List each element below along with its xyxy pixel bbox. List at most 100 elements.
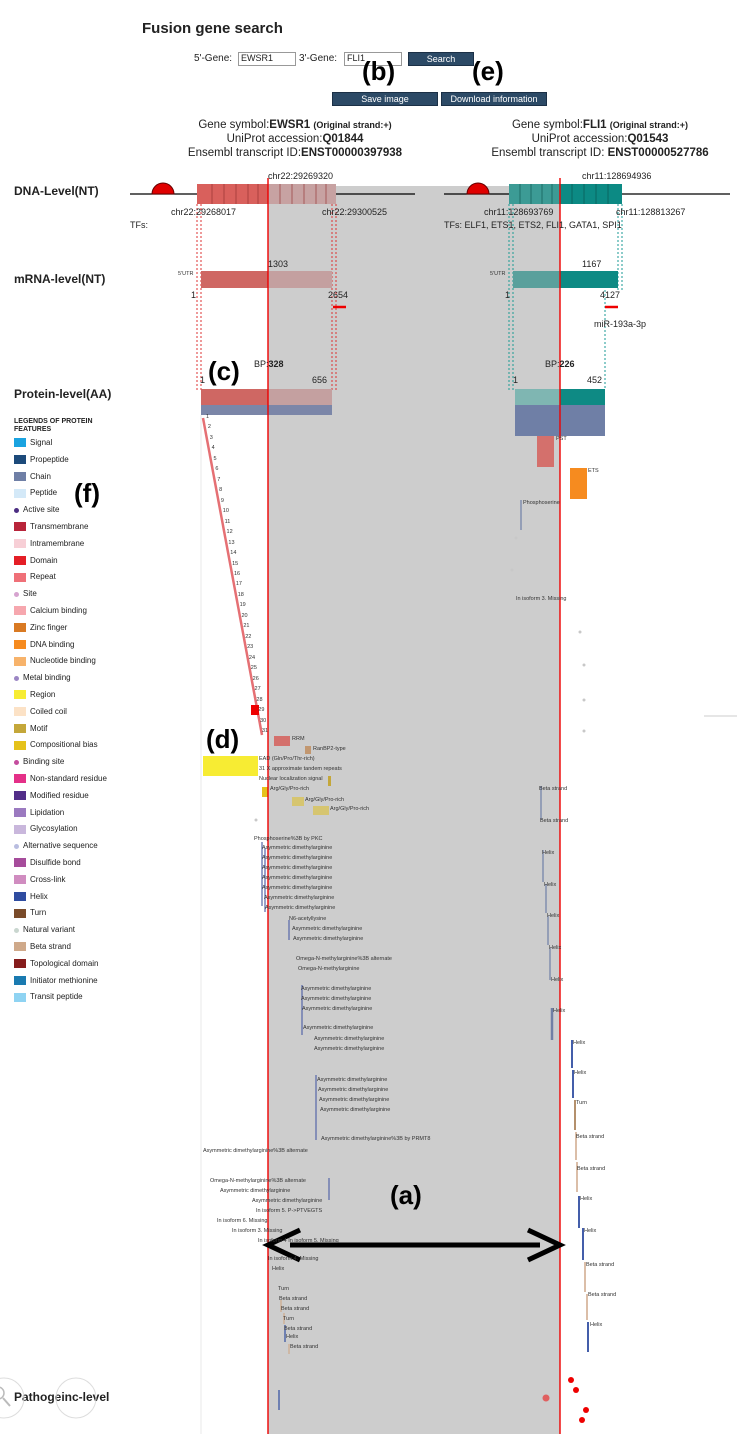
left-feature-label: Asymmetric dimethylarginine%3B alternate [203, 1148, 308, 1154]
repeat-number: 5 [213, 455, 217, 462]
left-feature-label: RanBP2-type [313, 746, 346, 752]
right-feature-label: Turn [576, 1100, 588, 1106]
repeat-number: 31 [262, 728, 269, 734]
legend-label: Cross-link [30, 874, 66, 884]
gene3-uniprot: Q01543 [627, 133, 669, 145]
legend-item: Metal binding [14, 673, 71, 683]
legend-label: Active site [23, 505, 60, 515]
gene3-protein-kept [560, 389, 605, 405]
legend-label: Coiled coil [30, 706, 67, 716]
legend-item: Calcium binding [14, 606, 87, 616]
repeat-number: 29 [258, 707, 265, 714]
gene3-ensembl-label: Ensembl transcript ID: [491, 147, 605, 159]
repeat-number: 2 [207, 424, 211, 431]
repeat-number: 21 [243, 623, 250, 630]
zoom-icon-bg [0, 1377, 25, 1419]
left-feature-label: Asymmetric dimethylarginine [301, 986, 372, 992]
legend-swatch [14, 942, 26, 952]
repeat-number: 17 [235, 581, 242, 588]
save-image-button[interactable]: Save image [332, 92, 438, 106]
gene3-mrna-end: 4127 [600, 290, 621, 300]
right-feature-label: Beta strand [540, 818, 569, 824]
gene5-dna-left-coord: chr22:29268017 [171, 207, 237, 217]
legend-swatch [14, 959, 26, 969]
legend-swatch [14, 522, 26, 532]
pathogenic-dot-left [542, 1394, 550, 1402]
gene5-tfs: TFs: [130, 220, 148, 230]
gene3-input[interactable]: FLI1 [344, 52, 402, 66]
legend-swatch [14, 656, 26, 666]
right-feature-label: Phosphoserine [523, 500, 560, 506]
gene5-prot-bp: BP:328 [254, 359, 284, 369]
legend-swatch [14, 759, 19, 765]
gene5-protein-lost [268, 389, 332, 405]
right-feature-label: ETS [588, 468, 599, 474]
gene5-mrna-kept [201, 271, 268, 288]
dna-level-label: DNA-Level(NT) [14, 184, 99, 198]
gene5-symbol-label: Gene symbol: [198, 119, 270, 131]
left-feature-label: Beta strand [279, 1296, 308, 1302]
left-feature-label: Asymmetric dimethylarginine [302, 1006, 373, 1012]
gene5-prot-start: 1 [200, 375, 206, 385]
legend-label: Propeptide [30, 454, 69, 464]
left-beta-bars [280, 1300, 290, 1354]
repeat-number: 9 [220, 497, 224, 504]
repeat-number: 16 [234, 571, 241, 577]
annotation-b: (b) [362, 56, 396, 86]
legend-swatch [14, 843, 19, 849]
legend-item: Motif [14, 724, 47, 734]
protein-level-label: Protein-level(AA) [14, 387, 112, 401]
gene3-mrna-bp: 1167 [582, 259, 602, 269]
right-helix-bars-2 [571, 1040, 589, 1352]
legend-label: Chain [30, 471, 51, 481]
legend-item: Active site [14, 505, 59, 515]
gene5-prot-end: 656 [312, 375, 328, 385]
left-feature-label: Asymmetric dimethylarginine [314, 1046, 385, 1052]
pst-repeat [537, 436, 554, 467]
legend-swatch [14, 824, 26, 834]
legend-item: DNA binding [14, 640, 74, 650]
search-button[interactable]: Search [408, 52, 474, 66]
legend-item: Intramembrane [14, 539, 84, 549]
download-information-button[interactable]: Download information [441, 92, 547, 106]
right-feature-label: Helix [549, 945, 562, 951]
legend-label: Metal binding [23, 673, 71, 683]
legend-label: Peptide [30, 488, 58, 498]
legend-item: Lipidation [14, 808, 64, 818]
gene5-ensembl: ENST00000397938 [301, 147, 403, 159]
left-feature-label: In isoform 5. P->PTVEGTS [256, 1208, 323, 1214]
left-feature-label: 31 X approximate tandem repeats [259, 766, 342, 772]
gene3-dna-right-coord: chr11:128813267 [616, 207, 686, 217]
gene3-uniprot-label: UniProt accession: [531, 133, 628, 145]
repeat-number: 13 [228, 539, 235, 546]
repeat-30 [251, 705, 259, 715]
gene5-input[interactable]: EWSR1 [238, 52, 296, 66]
left-feature-label: N6-acetyllysine [289, 916, 327, 922]
legend-label: Topological domain [30, 958, 99, 968]
repeat-number: 22 [245, 633, 252, 640]
gene5-info: Gene symbol:EWSR1 (Original strand:+) Un… [150, 118, 440, 160]
gene3-strand: (Original strand:+) [609, 120, 689, 130]
gene5-mrna-start: 1 [191, 290, 197, 300]
legend-label: Transmembrane [30, 522, 89, 531]
gene5-dna-right-coord: chr22:29300525 [322, 207, 388, 217]
left-feature-label: Asymmetric dimethylarginine [319, 1097, 390, 1103]
legend-swatch [14, 927, 19, 933]
left-feature-label: Nuclear localization signal [259, 776, 323, 782]
right-feature-label: Helix [542, 850, 555, 856]
legend-item: Site [14, 589, 37, 599]
gene3-utr: 5'UTR [490, 271, 506, 277]
gene3-mirna: miR-193a-3p [594, 319, 647, 329]
left-feature-label: Arg/Gly/Pro-rich [330, 806, 370, 812]
gene5-dna-exons-kept [197, 184, 268, 204]
annotation-d: (d) [206, 724, 240, 754]
page-title: Fusion gene search [142, 20, 283, 37]
gene5-symbol: EWSR1 [269, 119, 311, 131]
legend-label: Nucleotide binding [30, 656, 96, 666]
annotation-a: (a) [390, 1180, 422, 1210]
right-feature-label: Beta strand [576, 1134, 605, 1140]
gene5-dna-top-coord: chr22:29269320 [268, 171, 334, 181]
legend-swatch [14, 455, 26, 465]
left-feature-label: Arg/Gly/Pro-rich [305, 797, 345, 803]
left-feature-label: Asymmetric dimethylarginine [220, 1188, 291, 1194]
